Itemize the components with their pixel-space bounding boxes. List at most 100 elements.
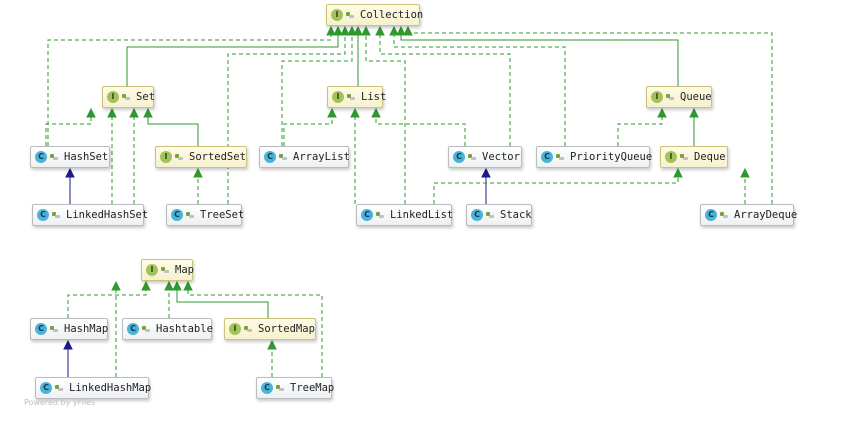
node-label: LinkedHashSet: [66, 209, 149, 221]
class-icon: C: [127, 323, 139, 335]
arrowhead-priorityqueue-to-collection: [389, 25, 399, 36]
arrowhead-arraydeque-to-deque: [740, 167, 750, 178]
interface-icon: I: [146, 264, 158, 276]
visibility-icon: [666, 93, 674, 101]
visibility-icon: [680, 153, 688, 161]
node-linkedhashmap[interactable]: C LinkedHashMap: [35, 377, 152, 399]
arrowhead-treemap-to-sortedmap: [267, 339, 277, 350]
node-label: HashMap: [64, 323, 109, 335]
node-list[interactable]: I List: [327, 86, 387, 108]
edge-treeset-to-collection: [227, 35, 346, 204]
node-label: List: [361, 91, 387, 103]
interface-icon: I: [160, 151, 172, 163]
arrowhead-hashtable-to-map: [164, 280, 174, 291]
node-label: LinkedList: [390, 209, 454, 221]
edge-priorityqueue-to-queue: [617, 117, 663, 146]
visibility-icon: [50, 325, 58, 333]
class-icon: C: [361, 209, 373, 221]
node-vector[interactable]: C Vector: [448, 146, 522, 168]
arrowhead-linkedlist-to-collection: [361, 25, 371, 36]
node-label: PriorityQueue: [570, 151, 653, 163]
arrowhead-linkedhashmap-to-hashmap: [63, 339, 73, 350]
arrowhead-linkedlist-to-deque: [673, 167, 683, 178]
node-stack[interactable]: C Stack: [466, 204, 532, 226]
node-treeset[interactable]: C TreeSet: [166, 204, 245, 226]
node-collection[interactable]: I Collection: [326, 4, 424, 26]
edge-hashset-to-collection: [47, 35, 332, 146]
arrowhead-deque-to-queue: [689, 107, 699, 118]
visibility-icon: [55, 384, 63, 392]
node-label: Vector: [482, 151, 520, 163]
node-deque[interactable]: I Deque: [660, 146, 728, 168]
visibility-icon: [468, 153, 476, 161]
arrowhead-linkedlist-to-list: [350, 107, 360, 118]
arrowhead-treemap-to-map: [183, 280, 193, 291]
node-linkedhashset[interactable]: C LinkedHashSet: [32, 204, 148, 226]
arrowhead-arraydeque-to-collection: [403, 25, 413, 36]
class-icon: C: [35, 323, 47, 335]
arrowhead-treeset-to-set: [129, 107, 139, 118]
node-sortedmap[interactable]: I SortedMap: [224, 318, 316, 340]
visibility-icon: [376, 211, 384, 219]
node-arraydeque[interactable]: C ArrayDeque: [700, 204, 797, 226]
visibility-icon: [486, 211, 494, 219]
node-treemap[interactable]: C TreeMap: [256, 377, 334, 399]
arrowhead-stack-to-vector: [481, 167, 491, 178]
visibility-icon: [347, 93, 355, 101]
visibility-icon: [175, 153, 183, 161]
node-label: Deque: [694, 151, 726, 163]
visibility-icon: [50, 153, 58, 161]
class-icon: C: [40, 382, 52, 394]
arrowhead-hashset-to-set: [86, 107, 96, 118]
arrowhead-arraylist-to-list: [327, 107, 337, 118]
arrowhead-vector-to-collection: [375, 25, 385, 36]
node-sortedset[interactable]: I SortedSet: [155, 146, 247, 168]
edge-set-to-collection: [126, 35, 339, 86]
edge-arraylist-to-list: [283, 117, 333, 146]
class-icon: C: [35, 151, 47, 163]
edge-sortedmap-to-map: [176, 290, 269, 318]
node-label: Map: [175, 264, 194, 276]
arrowhead-hashmap-to-map: [141, 280, 151, 291]
edge-sortedset-to-set: [147, 117, 199, 146]
arrowhead-arraylist-to-collection: [347, 25, 357, 36]
node-hashset[interactable]: C HashSet: [30, 146, 110, 168]
visibility-icon: [279, 153, 287, 161]
node-priorityqueue[interactable]: C PriorityQueue: [536, 146, 653, 168]
node-label: Hashtable: [156, 323, 213, 335]
arrowhead-queue-to-collection: [396, 25, 406, 36]
edge-linkedlist-to-deque: [433, 177, 679, 204]
edge-queue-to-collection: [400, 35, 679, 86]
arrowhead-priorityqueue-to-queue: [657, 107, 667, 118]
node-hashmap[interactable]: C HashMap: [30, 318, 108, 340]
edge-arraydeque-to-collection: [407, 32, 773, 204]
node-label: Collection: [360, 9, 424, 21]
class-icon: C: [453, 151, 465, 163]
interface-icon: I: [331, 9, 343, 21]
class-icon: C: [541, 151, 553, 163]
edge-treemap-to-map: [187, 290, 323, 377]
visibility-icon: [52, 211, 60, 219]
node-set[interactable]: I Set: [102, 86, 155, 108]
node-hashtable[interactable]: C Hashtable: [122, 318, 213, 340]
class-icon: C: [264, 151, 276, 163]
interface-icon: I: [107, 91, 119, 103]
node-label: ArrayList: [293, 151, 350, 163]
visibility-icon: [122, 93, 130, 101]
interface-icon: I: [229, 323, 241, 335]
arrowhead-linkedhashset-to-hashset: [65, 167, 75, 178]
arrowhead-vector-to-list: [371, 107, 381, 118]
arrowhead-list-to-collection: [353, 25, 363, 36]
node-map[interactable]: I Map: [141, 259, 194, 281]
node-queue[interactable]: I Queue: [646, 86, 712, 108]
node-arraylist[interactable]: C ArrayList: [259, 146, 350, 168]
node-label: LinkedHashMap: [69, 382, 152, 394]
arrowhead-treeset-to-sortedset: [193, 167, 203, 178]
node-label: TreeSet: [200, 209, 245, 221]
visibility-icon: [276, 384, 284, 392]
class-icon: C: [37, 209, 49, 221]
node-label: SortedSet: [189, 151, 246, 163]
class-icon: C: [171, 209, 183, 221]
node-linkedlist[interactable]: C LinkedList: [356, 204, 454, 226]
